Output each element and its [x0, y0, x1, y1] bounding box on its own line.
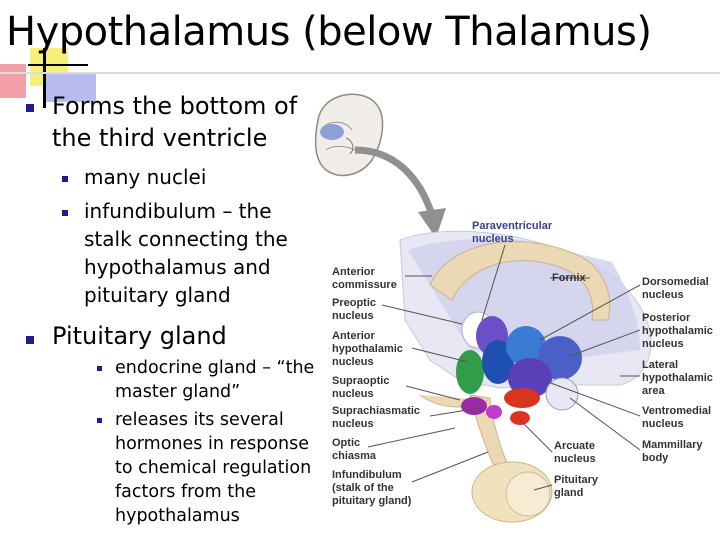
- slide-title: Hypothalamus (below Thalamus): [6, 9, 652, 55]
- label-posterior-hypothalamic-nucleus: Posterior hypothalamic nucleus: [642, 312, 713, 350]
- label-anterior-hypothalamic-nucleus: Anterior hypothalamic nucleus: [332, 330, 403, 368]
- sub-bullet-marker: [62, 176, 68, 182]
- label-dorsomedial-nucleus: Dorsomedial nucleus: [642, 276, 709, 301]
- bullet-text: Pituitary gland: [52, 322, 227, 350]
- sub-bullet-text: infundibulum – the stalk connecting the …: [84, 199, 288, 307]
- brain-icon: [314, 93, 384, 177]
- title-rule: [0, 72, 720, 74]
- label-supraoptic-nucleus: Supraoptic nucleus: [332, 375, 390, 400]
- label-pituitary-gland: Pituitary gland: [554, 474, 599, 499]
- label-fornix: Fornix: [552, 272, 586, 284]
- sub-bullet-text: many nuclei: [84, 165, 207, 189]
- deco-square-blue: [46, 72, 96, 102]
- sub-bullet-marker: [97, 418, 102, 423]
- arrow-icon: [354, 146, 436, 217]
- bullet-marker: [26, 104, 34, 112]
- label-ventromedial-nucleus: Ventromedial nucleus: [642, 405, 712, 430]
- label-optic-chiasma: Optic chiasma: [332, 437, 377, 462]
- bullet-text: Forms the bottom of the third ventricle: [52, 92, 298, 152]
- sub-bullet-marker: [97, 366, 102, 371]
- label-infundibulum: Infundibulum (stalk of the pituitary gla…: [332, 469, 412, 507]
- label-mammillary-body: Mammillary body: [642, 439, 703, 464]
- label-arcuate-nucleus: Arcuate nucleus: [554, 440, 596, 465]
- label-paraventricular-nucleus: Paraventricular nucleus: [472, 220, 553, 245]
- sub-bullet-text: endocrine gland – “the master gland”: [115, 358, 315, 402]
- deco-line-horizontal: [28, 64, 88, 66]
- sub-bullet-marker: [62, 210, 68, 216]
- label-lateral-hypothalamic-area: Lateral hypothalamic area: [642, 359, 713, 397]
- label-preoptic-nucleus: Preoptic nucleus: [332, 297, 377, 322]
- arrowhead-icon: [418, 208, 446, 238]
- deco-line-vertical: [43, 48, 46, 108]
- deco-square-red: [0, 64, 26, 98]
- label-suprachiasmatic-nucleus: Suprachiasmatic nucleus: [332, 405, 421, 430]
- bullet-marker: [26, 336, 34, 344]
- label-anterior-commissure: Anterior commissure: [332, 266, 397, 291]
- sub-bullet-text: releases its several hormones in respons…: [115, 410, 312, 526]
